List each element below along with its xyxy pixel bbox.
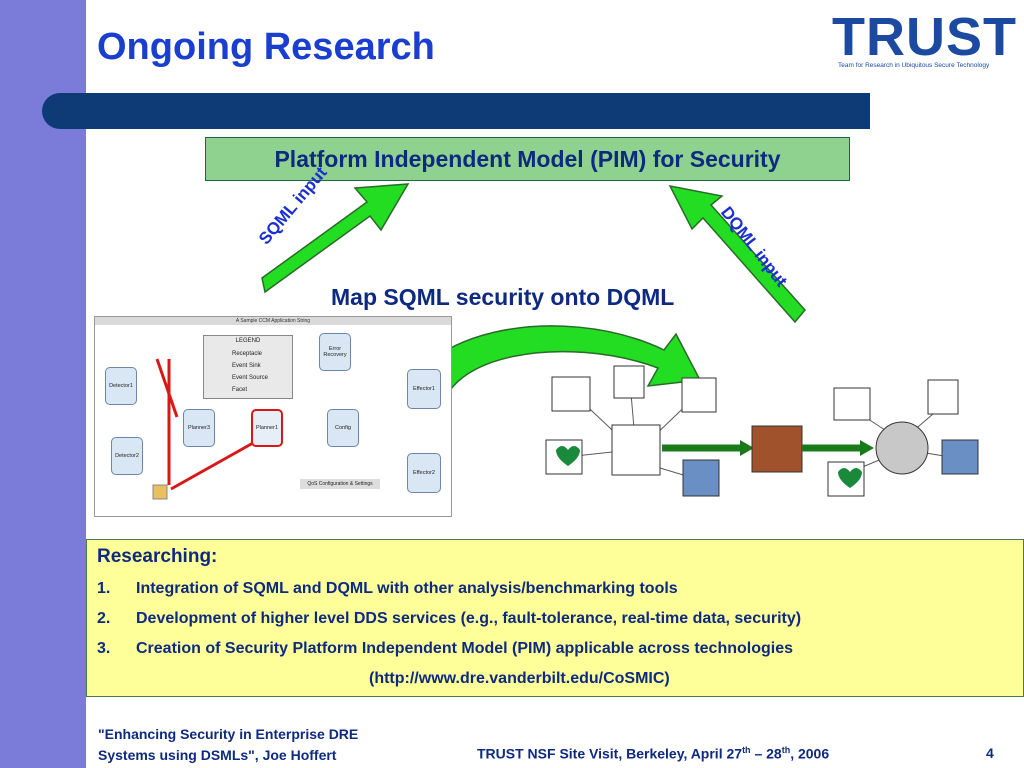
hourglass-icon [613,365,645,399]
legend-item: Event Sink [232,363,261,369]
footer-event-b: – 28 [750,745,782,762]
sqml-input-arrow [261,183,410,294]
faucet-icon [611,424,661,476]
anvil-icon [551,376,591,412]
footer-event: TRUST NSF Site Visit, Berkeley, April 27… [477,745,829,762]
component-effector2: Effector2 [407,453,441,493]
footer-line1: "Enhancing Security in Enterprise DRE [98,726,359,742]
component-config: Config [327,409,359,447]
component-detector1: Detector1 [105,367,137,405]
header-bar [42,93,870,129]
map-label: Map SQML security onto DQML [331,284,675,310]
app-diagram-title: A Sample CCM Application String [95,317,451,325]
qos-settings-label: QoS Configuration & Settings [300,479,380,489]
research-heading: Researching: [97,546,218,567]
footer-event-c: , 2006 [790,745,830,762]
footer-citation: "Enhancing Security in Enterprise DRE Sy… [98,724,358,766]
component-planner3: Planner3 [183,409,215,447]
dqml-input-arrow [668,184,806,324]
component-effector1: Effector1 [407,369,441,409]
item-number: 2. [97,610,111,627]
drain-icon [875,421,929,475]
research-item: 3. Creation of Security Platform Independ… [97,640,793,658]
trust-logo: TRUST Team for Research in Ubiquitous Se… [832,10,1016,69]
pim-box: Platform Independent Model (PIM) for Sec… [205,137,850,181]
logo-word: TRUST [832,7,1017,67]
item-text: Creation of Security Platform Independen… [136,640,793,657]
footer-line2: Systems using DSMLs", Joe Hoffert [98,747,337,763]
component-planner1: Planner1 [251,409,283,447]
component-error-recovery: Error Recovery [319,333,351,371]
item-text: Development of higher level DDS services… [136,610,802,627]
hourglass-icon [927,379,959,415]
legend-item: Event Source [232,375,269,381]
legend-item: Facet [232,387,248,393]
legend-item: Receptacle [232,351,263,357]
anvil-icon [833,387,871,421]
geyser-icon [682,459,720,497]
research-item: 2. Development of higher level DDS servic… [97,610,801,628]
legend-title: LEGEND [235,338,261,344]
footer-event-a: TRUST NSF Site Visit, Berkeley, April 27 [477,745,743,762]
item-number: 1. [97,580,111,597]
research-item: 1. Integration of SQML and DQML with othe… [97,580,678,598]
item-number: 3. [97,640,111,657]
legend: LEGEND Receptacle Event Sink Event Sourc… [203,335,293,399]
ccm-application-diagram: A Sample CCM Application String LEGEND R… [94,316,452,517]
slide-title: Ongoing Research [97,26,435,68]
bookshelf-icon [751,425,803,473]
cosmic-url[interactable]: (http://www.dre.vanderbilt.edu/CoSMIC) [369,670,670,687]
red-connection-arrows [152,358,254,500]
footer-sup1: th [742,745,751,755]
stopwatch-icon [681,377,717,413]
geyser-icon [941,439,979,475]
footer-sup2: th [781,745,791,755]
page-number: 4 [986,745,994,761]
logo-subtitle: Team for Research in Ubiquitous Secure T… [838,62,990,69]
item-text: Integration of SQML and DQML with other … [136,580,678,597]
research-box: Researching: 1. Integration of SQML and D… [86,539,1024,697]
component-detector2: Detector2 [111,437,143,475]
